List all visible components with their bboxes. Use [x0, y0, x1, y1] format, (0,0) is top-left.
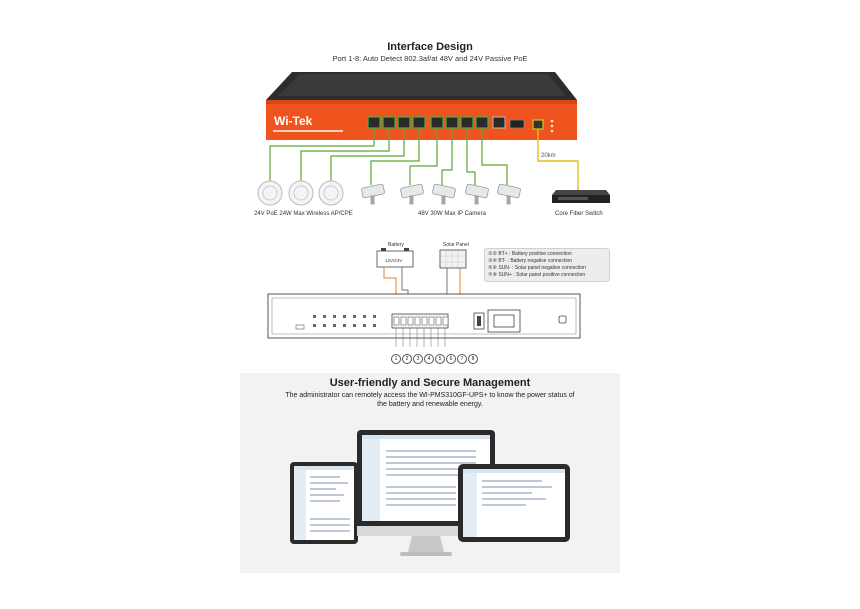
camera-label: 48V 30W Max IP Camera	[418, 211, 486, 217]
ethernet-cables	[269, 128, 508, 185]
solar-panel-icon	[439, 249, 467, 269]
ip-camera-icons	[361, 183, 521, 205]
solar-panel-label: Solar Panel	[443, 242, 469, 248]
management-title: User-friendly and Secure Management	[329, 377, 531, 389]
fiber-distance-label: 20km	[541, 153, 556, 159]
legend-row: ⑦⑧ SUN+ : Solar panel positive connectio…	[488, 272, 586, 278]
ac-power-socket	[487, 309, 521, 333]
pin-number: 1	[391, 354, 401, 364]
legend-row: ⑤⑥ SUN- : Solar panel negative connectio…	[488, 265, 586, 271]
right-tablet-icon	[458, 464, 570, 542]
ap-label: 24V PoE 24W Max Wireless AP/CPE	[254, 211, 353, 217]
legend-row: ①② BT+ : Battery positive connection	[488, 251, 572, 257]
battery-icon	[376, 250, 414, 268]
legend-row: ③④ BT- : Battery negative connection	[488, 258, 573, 264]
interface-design-subtitle: Port 1-8: Auto Detect 802.3af/at 48V and…	[332, 54, 528, 63]
poe-ports	[367, 116, 489, 129]
interface-design-title: Interface Design	[387, 41, 473, 53]
management-description-line1: The administrator can remotely access th…	[285, 392, 575, 399]
fiber-port	[532, 119, 544, 130]
poe-switch-diagram: Wi-Tek 20km	[257, 72, 610, 206]
sfp-port	[509, 119, 525, 129]
uplink-port	[492, 116, 506, 129]
pin-number: 5	[435, 354, 445, 364]
pin-number: 6	[446, 354, 456, 364]
pin-legend: ①② BT+ : Battery positive connection ③④ …	[484, 248, 610, 282]
pin-number: 7	[457, 354, 467, 364]
switch-brand-logo: Wi-Tek	[274, 114, 313, 128]
core-fiber-switch-icon	[552, 190, 610, 203]
pin-number: 4	[424, 354, 434, 364]
pin-number: 2	[402, 354, 412, 364]
wireless-ap-icons	[257, 180, 344, 206]
fiber-cable	[537, 129, 579, 190]
left-tablet-icon	[290, 462, 358, 544]
power-connection-diagram: 12V/24V	[267, 248, 581, 347]
svg-text:12V/24V: 12V/24V	[385, 258, 402, 263]
fiber-switch-label: Core Fiber Switch	[555, 211, 603, 217]
pin-number: 3	[413, 354, 423, 364]
battery-label: Battery	[388, 242, 404, 248]
pin-number: 8	[468, 354, 478, 364]
management-devices-illustration	[290, 430, 570, 556]
management-description-line2: the battery and renewable energy.	[377, 401, 483, 408]
